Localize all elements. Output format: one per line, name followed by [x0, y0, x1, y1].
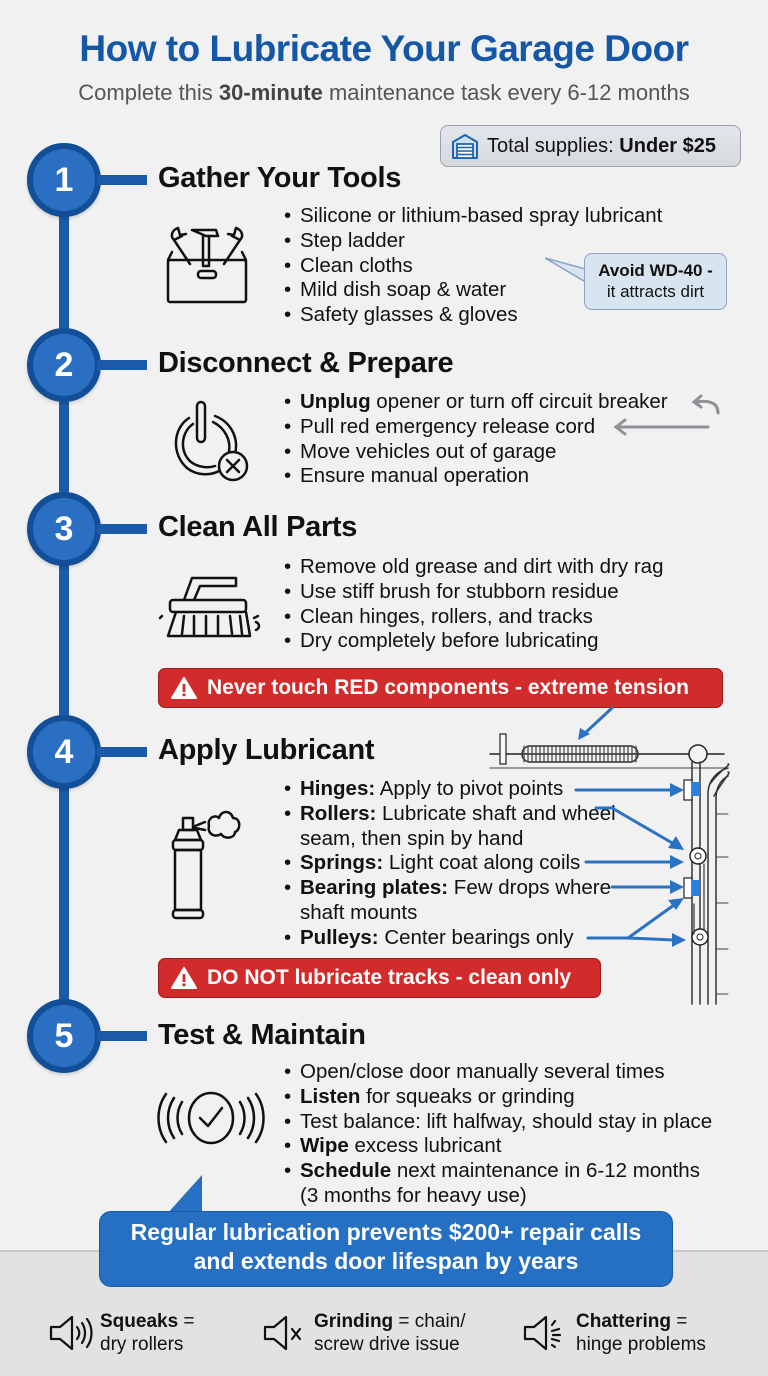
- list-item: Wipe excess lubricant: [282, 1134, 722, 1159]
- step-1-badge: 1: [27, 143, 101, 217]
- list-item: Springs: Light coat along coils: [282, 851, 632, 876]
- list-item: Step ladder: [282, 229, 662, 254]
- list-item: Schedule next maintenance in 6-12 months…: [282, 1159, 722, 1209]
- step-1-connector: [97, 175, 147, 185]
- step-4-title: Apply Lubricant: [158, 734, 375, 766]
- wd40-callout: Avoid WD-40 - it attracts dirt: [584, 253, 727, 310]
- list-item: Listen for squeaks or grinding: [282, 1085, 722, 1110]
- curved-arrow-icon: [688, 393, 724, 415]
- step-1-list: Silicone or lithium-based spray lubrican…: [282, 204, 662, 328]
- timeline-line: [59, 180, 69, 1040]
- list-item: Bearing plates: Few drops where shaft mo…: [282, 876, 632, 926]
- tip-callout: Regular lubrication prevents $200+ repai…: [99, 1211, 673, 1287]
- power-off-icon: [165, 396, 255, 486]
- list-item: Use stiff brush for stubborn residue: [282, 580, 664, 605]
- list-item: Ensure manual operation: [282, 464, 668, 489]
- list-item: Remove old grease and dirt with dry rag: [282, 555, 664, 580]
- step-1-title: Gather Your Tools: [158, 162, 402, 194]
- page-subtitle: Complete this 30-minute maintenance task…: [78, 80, 690, 105]
- speaker-waves-icon: [48, 1313, 94, 1353]
- tracks-warning-banner: DO NOT lubricate tracks - clean only: [158, 958, 601, 998]
- list-item: Test balance: lift halfway, should stay …: [282, 1110, 722, 1135]
- supplies-badge: Total supplies: Under $25: [440, 125, 741, 167]
- toolbox-icon: [162, 222, 252, 306]
- step-2-title: Disconnect & Prepare: [158, 347, 454, 379]
- step-3-badge: 3: [27, 492, 101, 566]
- list-item: Safety glasses & gloves: [282, 303, 662, 328]
- garage-icon: [451, 132, 479, 160]
- list-item: Pulleys: Center bearings only: [282, 926, 632, 951]
- list-item: Clean cloths: [282, 254, 662, 279]
- list-item: Dry completely before lubricating: [282, 629, 664, 654]
- sound-grinding: Grinding = chain/screw drive issue: [262, 1310, 466, 1356]
- warning-icon: [171, 966, 197, 990]
- warning-icon: [171, 676, 197, 700]
- tip-bubble-tail: [166, 1175, 206, 1217]
- step-2-connector: [97, 360, 147, 370]
- speaker-mute-icon: [262, 1313, 308, 1353]
- step-4-badge: 4: [27, 715, 101, 789]
- list-item: Rollers: Lubricate shaft and wheel seam,…: [282, 802, 632, 852]
- step-2-list: Unplug opener or turn off circuit breake…: [282, 390, 668, 489]
- step-5-title: Test & Maintain: [158, 1019, 366, 1051]
- supplies-text: Total supplies: Under $25: [487, 134, 717, 157]
- scrub-brush-icon: [154, 570, 264, 640]
- step-3-list: Remove old grease and dirt with dry rag …: [282, 555, 664, 654]
- step-5-badge: 5: [27, 999, 101, 1073]
- list-item: Mild dish soap & water: [282, 278, 662, 303]
- page-title: How to Lubricate Your Garage Door: [79, 28, 689, 69]
- step-5-list: Open/close door manually several times L…: [282, 1060, 722, 1209]
- list-item: Move vehicles out of garage: [282, 440, 668, 465]
- garage-door-diagram: [488, 704, 768, 1010]
- speaker-chatter-icon: [522, 1313, 570, 1353]
- tension-warning-banner: Never touch RED components - extreme ten…: [158, 668, 723, 708]
- step-3-connector: [97, 524, 147, 534]
- list-item: Unplug opener or turn off circuit breake…: [282, 390, 668, 415]
- list-item: Open/close door manually several times: [282, 1060, 722, 1085]
- step-2-badge: 2: [27, 328, 101, 402]
- sound-chattering: Chattering =hinge problems: [522, 1310, 706, 1356]
- list-item: Pull red emergency release cord: [282, 415, 668, 440]
- step-3-title: Clean All Parts: [158, 511, 358, 543]
- step-4-connector: [97, 747, 147, 757]
- list-item: Hinges: Apply to pivot points: [282, 777, 632, 802]
- list-item: Clean hinges, rollers, and tracks: [282, 605, 664, 630]
- sound-squeaks: Squeaks =dry rollers: [48, 1310, 195, 1356]
- step-5-connector: [97, 1031, 147, 1041]
- arrow-left-icon: [612, 418, 712, 436]
- spray-can-icon: [165, 808, 245, 923]
- sound-check-icon: [156, 1090, 266, 1146]
- step-4-list: Hinges: Apply to pivot points Rollers: L…: [282, 777, 632, 951]
- list-item: Silicone or lithium-based spray lubrican…: [282, 204, 662, 229]
